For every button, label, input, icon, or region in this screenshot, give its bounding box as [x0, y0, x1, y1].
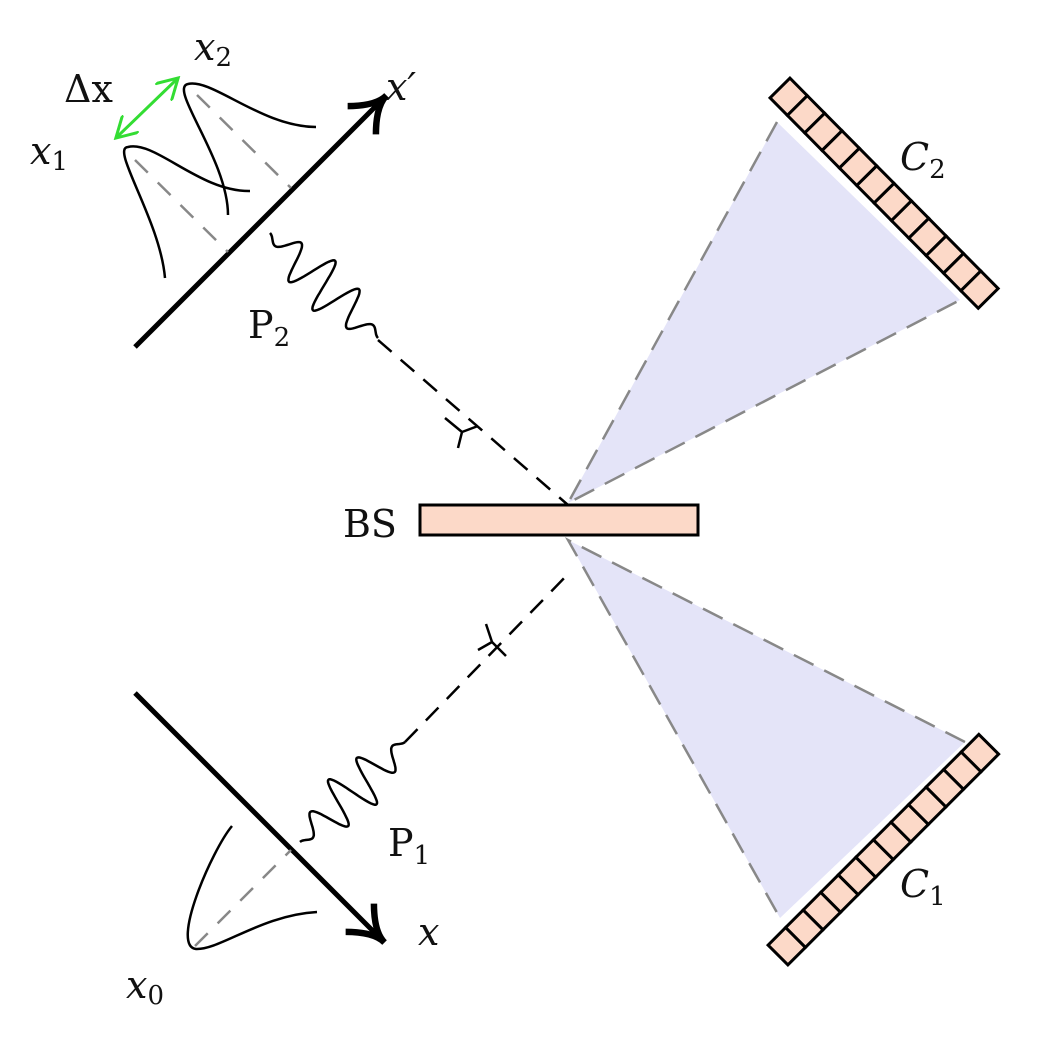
x2-center-line — [196, 94, 292, 189]
label-delta-x: Δx — [64, 67, 113, 111]
gaussian-x2 — [182, 82, 317, 216]
cone-c2-edges — [564, 121, 961, 506]
detector-c2 — [767, 76, 1001, 311]
gaussian-x1 — [122, 145, 251, 279]
detector-cell — [958, 268, 1001, 311]
beam-p2-direction-icon — [444, 417, 479, 449]
label-bs: BS — [343, 502, 397, 546]
label-x0-subscript: 0 — [147, 981, 164, 1011]
detector-cell — [959, 732, 1001, 774]
label-c2: C2 — [900, 135, 946, 185]
x1-center-line — [134, 159, 229, 253]
label-c2-text: C — [900, 135, 929, 179]
label-p2-subscript: 2 — [274, 323, 291, 353]
label-x-text: x — [418, 910, 439, 954]
cone-c1 — [568, 540, 965, 918]
label-x1-subscript: 1 — [51, 147, 68, 177]
label-p1-text: P — [388, 821, 414, 865]
photon-p1-wave — [299, 741, 406, 843]
label-bs-text: BS — [343, 502, 397, 546]
beam-splitter — [418, 503, 700, 537]
cone-c1-edges — [564, 537, 966, 919]
label-delta-x-text: Δx — [64, 67, 113, 111]
label-x2-text: x — [194, 25, 215, 69]
label-x0-text: x — [126, 963, 147, 1007]
label-x: x — [418, 910, 439, 954]
label-c2-subscript: 2 — [929, 155, 946, 185]
label-p1-subscript: 1 — [414, 841, 431, 871]
label-c1-text: C — [900, 862, 929, 906]
delta-x-arrow — [118, 80, 176, 136]
label-x1: x1 — [30, 129, 68, 177]
cone-c2 — [568, 122, 960, 503]
beam-p1-dashed — [404, 569, 573, 743]
label-x-prime-text: x′ — [386, 65, 416, 109]
label-x0: x0 — [126, 963, 164, 1011]
gaussian-x0 — [186, 825, 318, 951]
label-x2: x2 — [194, 25, 232, 73]
label-x2-subscript: 2 — [215, 43, 232, 73]
x0-center-line — [194, 849, 292, 947]
axis-x — [133, 691, 387, 945]
detector-c1 — [765, 732, 1001, 968]
label-x-prime: x′ — [386, 65, 416, 109]
axis-x-prime — [133, 93, 389, 349]
beam-p2-dashed — [377, 339, 569, 506]
beam-p1-direction-icon — [477, 623, 507, 657]
label-p2-text: P — [248, 303, 274, 347]
label-c1-subscript: 1 — [929, 882, 946, 912]
label-p2: P2 — [248, 303, 290, 353]
label-p1: P1 — [388, 821, 430, 871]
label-c1: C1 — [900, 862, 946, 912]
photon-p2-wave — [269, 232, 379, 339]
label-x1-text: x — [30, 129, 51, 173]
